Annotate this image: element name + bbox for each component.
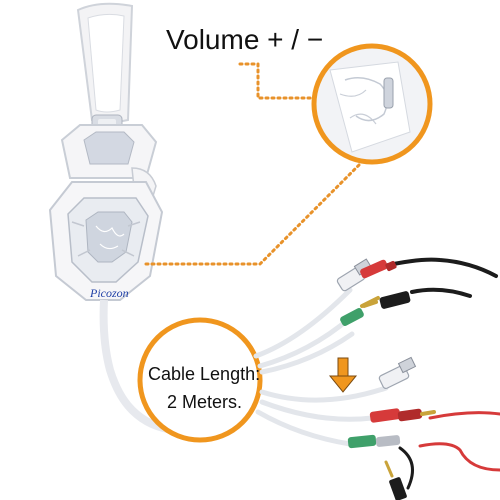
volume-control-label: Volume + / − bbox=[166, 24, 324, 55]
earcup-leader-line bbox=[144, 162, 362, 266]
headset-headband bbox=[76, 2, 134, 142]
down-arrow-icon bbox=[328, 357, 358, 393]
black-audio-plug-upper bbox=[362, 291, 411, 309]
connector-bundle-lower bbox=[255, 385, 500, 490]
red-audio-plug-lower bbox=[369, 408, 436, 423]
connector-bundle-upper bbox=[253, 257, 498, 375]
green-audio-plug-lower bbox=[347, 434, 401, 449]
headset-ear-cup bbox=[48, 181, 164, 301]
headset-cable bbox=[99, 299, 177, 434]
brand-logo-text: Picozon bbox=[90, 286, 129, 300]
black-audio-plug-lower bbox=[384, 460, 407, 500]
volume-control-callout bbox=[311, 43, 433, 165]
usb-plug-lower bbox=[378, 356, 417, 390]
headset-hinge-cap bbox=[60, 124, 158, 179]
red-audio-plug-upper bbox=[360, 259, 397, 279]
volume-leader-line bbox=[238, 62, 338, 100]
cable-length-label: Cable Length: bbox=[148, 364, 261, 384]
cable-length-value: 2 Meters. bbox=[167, 392, 243, 412]
cable-length-callout bbox=[137, 317, 263, 443]
